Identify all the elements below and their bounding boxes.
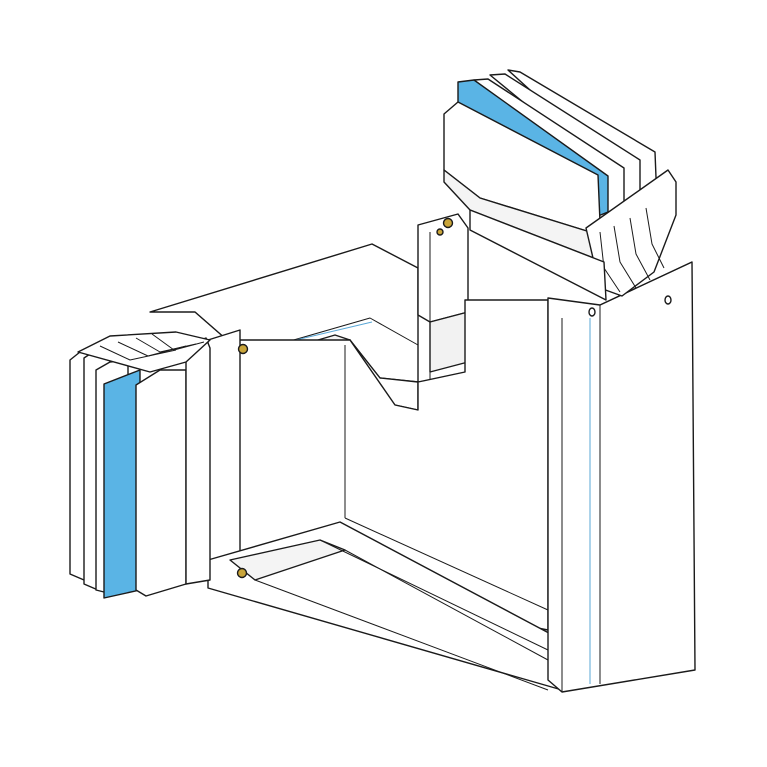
top-busbar-connector: [443, 69, 677, 301]
left-busbar-connector: [69, 331, 211, 599]
screw-icon: [442, 217, 454, 229]
screw-icon: [236, 567, 248, 579]
fixing-screws: [236, 217, 454, 579]
top-bracket: [417, 213, 469, 383]
screw-icon: [436, 228, 444, 236]
screw-icon: [237, 343, 249, 355]
right-cover-panel: [547, 261, 696, 693]
